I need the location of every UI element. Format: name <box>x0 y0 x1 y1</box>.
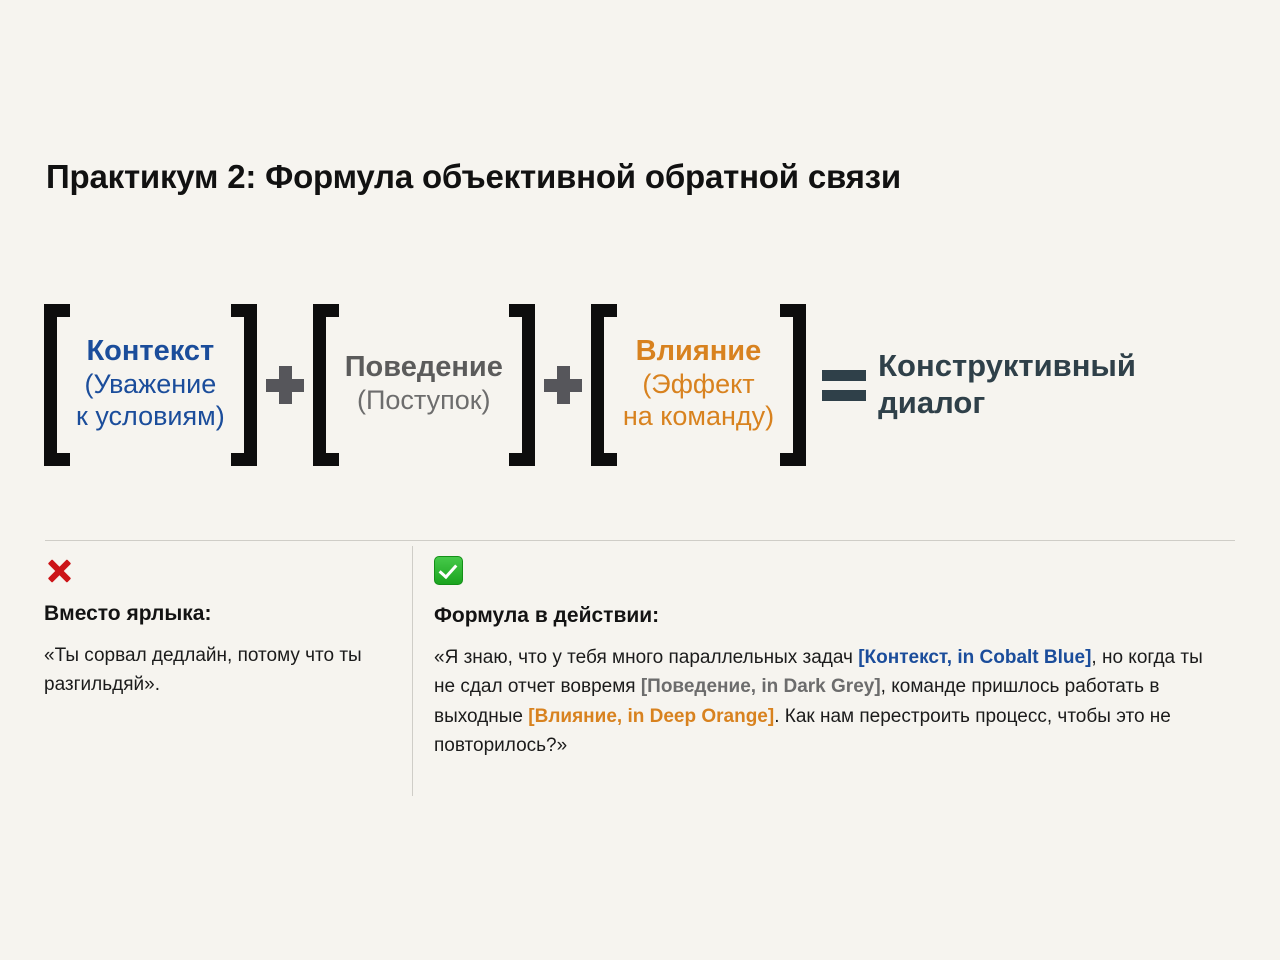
formula-result-line1: Конструктивный <box>878 348 1136 384</box>
formula-group-behavior: Поведение (Поступок) <box>312 304 535 466</box>
bracket-close-icon <box>508 304 535 466</box>
formula-group-context-body: Контекст (Уважение к условиям) <box>70 337 231 433</box>
horizontal-divider <box>45 540 1235 541</box>
formula-term-impact-sub2: на команду) <box>622 401 775 431</box>
bracket-open-icon <box>44 304 70 466</box>
good-example-heading: Формула в действии: <box>434 604 660 627</box>
formula-term-behavior-sub1: (Поступок) <box>356 385 491 416</box>
inline-text: , но когда ты не сдал отчет вовремя <box>434 647 1203 698</box>
formula-term-context-sub1: (Уважение <box>84 369 217 400</box>
formula-term-impact-sub1: (Эффект <box>642 369 755 400</box>
bad-example-panel: Вместо ярлыка: «Ты сорвал дедлайн, потом… <box>44 556 389 699</box>
bracket-open-icon <box>590 304 617 466</box>
inline-text: «Я знаю, что у тебя много параллельных з… <box>434 647 859 668</box>
inline-tag-orange: [Влияние, in Deep Orange] <box>528 705 775 727</box>
formula-group-behavior-body: Поведение (Поступок) <box>339 353 509 417</box>
formula-group-impact: Влияние (Эффект на команду) <box>590 304 807 466</box>
feedback-formula: Контекст (Уважение к условиям) Поведение… <box>44 300 1136 470</box>
cross-mark-icon <box>44 556 74 586</box>
page-title: Практикум 2: Формула объективной обратно… <box>46 158 901 195</box>
formula-group-impact-body: Влияние (Эффект на команду) <box>617 337 780 433</box>
formula-term-behavior-main: Поведение <box>344 351 503 384</box>
good-example-panel: Формула в действии: «Я знаю, что у тебя … <box>434 556 1209 761</box>
formula-result: Конструктивный диалог <box>878 348 1136 421</box>
formula-term-impact-main: Влияние <box>635 335 762 368</box>
equals-operator-icon <box>822 366 867 404</box>
vertical-divider <box>412 546 413 796</box>
good-example-text: «Я знаю, что у тебя много параллельных з… <box>434 643 1209 761</box>
formula-group-context: Контекст (Уважение к условиям) <box>44 304 257 466</box>
inline-text: . Как нам перестроить процесс, чтобы это… <box>434 705 1171 757</box>
inline-tag-grey: [Поведение, in Dark Grey] <box>640 676 881 698</box>
bracket-close-icon <box>780 304 807 466</box>
formula-term-context-sub2: к условиям) <box>76 401 225 431</box>
bad-example-heading: Вместо ярлыка: <box>44 602 212 625</box>
bad-example-text: «Ты сорвал дедлайн, потому что ты разгил… <box>44 645 362 696</box>
inline-text: , команде пришлось работать в выходные <box>434 676 1160 727</box>
bracket-open-icon <box>312 304 339 466</box>
formula-result-line2: диалог <box>878 385 986 420</box>
formula-term-context-main: Контекст <box>86 335 215 368</box>
check-mark-icon <box>434 556 463 585</box>
bracket-close-icon <box>230 304 257 466</box>
plus-operator-icon <box>265 366 304 404</box>
plus-operator-icon <box>543 366 582 404</box>
inline-tag-blue: [Контекст, in Cobalt Blue] <box>858 647 1092 668</box>
